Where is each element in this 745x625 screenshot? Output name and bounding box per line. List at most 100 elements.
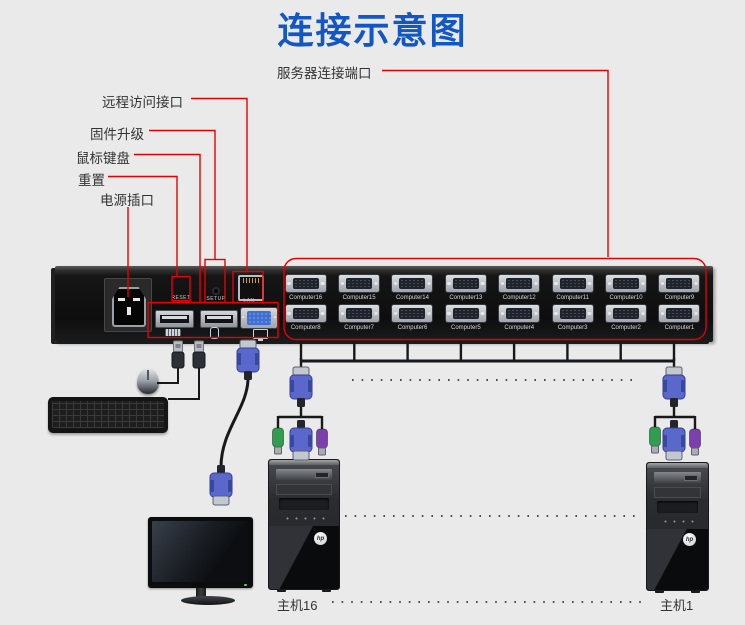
mouse-icon xyxy=(210,327,219,339)
tower-foot xyxy=(655,590,664,593)
port-label: Computer2 xyxy=(611,325,641,331)
keyboard-keys xyxy=(52,401,164,428)
port-label: Computer9 xyxy=(664,295,695,301)
vga-plug-left-host xyxy=(289,419,313,461)
vga-port-cell: Computer5 xyxy=(439,304,492,332)
dotted-lines xyxy=(332,379,648,603)
power-pin xyxy=(133,298,140,301)
label-power-socket: 电源插口 xyxy=(100,193,154,208)
keyboard-cable xyxy=(168,368,200,400)
vga-ports-row-bottom: Computer8 Computer7 Computer6 Computer5 … xyxy=(279,304,707,332)
tower-top xyxy=(647,463,708,468)
usb-tongue xyxy=(207,316,231,319)
mouse-cable xyxy=(157,368,179,384)
vga-plug-right-kvm xyxy=(662,366,686,408)
label-mouse-keyboard: 鼠标键盘 xyxy=(76,151,130,166)
front-buttons xyxy=(283,515,325,522)
vga-port-cell: Computer16 xyxy=(279,274,332,302)
power-socket-icon xyxy=(112,287,146,327)
port-label: Computer4 xyxy=(504,325,535,331)
ps2-plug-purple-left xyxy=(316,428,328,456)
port-label: Computer14 xyxy=(395,295,429,301)
vga-port-cell: Computer3 xyxy=(546,304,599,332)
hp-logo: hp xyxy=(683,533,696,546)
label-reset: 重置 xyxy=(78,173,105,188)
vga-port xyxy=(658,274,701,293)
usb-slot xyxy=(205,315,233,323)
vga-port xyxy=(605,274,648,293)
front-door xyxy=(279,498,329,510)
vga-port xyxy=(498,304,541,323)
power-pin xyxy=(127,307,131,315)
monitor-stand-neck xyxy=(196,588,206,597)
optical-drive-bay xyxy=(654,472,701,483)
power-inlet xyxy=(104,278,152,332)
label-firmware: 固件升级 xyxy=(90,127,144,142)
port-label: Computer15 xyxy=(342,295,376,301)
console-usb-port-2 xyxy=(200,310,238,328)
vga-port xyxy=(284,274,327,293)
setup-button xyxy=(212,287,220,295)
port-label: Computer6 xyxy=(397,325,428,331)
front-gloss-panel xyxy=(269,526,339,589)
vga-ports-row-top: Computer16 Computer15 Computer14 Compute… xyxy=(279,274,707,302)
power-pin xyxy=(118,298,125,301)
setup-port-label: SETUP xyxy=(206,296,226,302)
vga-port-cell: Computer4 xyxy=(493,304,546,332)
usb-plug-keyboard xyxy=(192,340,206,369)
rj45-pins xyxy=(243,278,259,283)
vga-port xyxy=(391,304,434,323)
vga-pins xyxy=(247,311,271,325)
vga-port-cell: Computer10 xyxy=(599,274,652,302)
port-label: Computer12 xyxy=(502,295,536,301)
port-label: Computer16 xyxy=(289,295,323,301)
host-tower-16: hp xyxy=(268,459,340,592)
ps2-plug-green-left xyxy=(272,427,284,455)
vga-port-cell: Computer9 xyxy=(653,274,706,302)
mouse xyxy=(137,368,159,394)
vga-port xyxy=(551,274,594,293)
monitor-icon xyxy=(253,329,268,341)
ps2-plug-purple-right xyxy=(689,428,701,456)
hp-logo: hp xyxy=(314,532,327,545)
host-tower-1: hp xyxy=(646,462,709,593)
front-buttons xyxy=(661,518,694,525)
vga-port-cell: Computer11 xyxy=(546,274,599,302)
vga-plug-console xyxy=(236,339,260,381)
vga-port xyxy=(338,274,381,293)
tower-top xyxy=(269,460,339,465)
vga-port-cell: Computer1 xyxy=(653,304,706,332)
monitor-screen xyxy=(152,521,249,582)
port-label: Computer13 xyxy=(449,295,483,301)
vga-port xyxy=(391,274,434,293)
drive-bay xyxy=(276,484,332,495)
vga-port-cell: Computer7 xyxy=(332,304,385,332)
tower-foot xyxy=(277,589,286,592)
console-usb-port-1 xyxy=(155,310,194,328)
port-label: Computer11 xyxy=(556,295,589,301)
vga-port xyxy=(605,304,648,323)
console-vga-port xyxy=(240,307,278,329)
front-gloss-panel xyxy=(647,529,708,590)
server-port-drop-lines xyxy=(299,342,676,361)
label-server-ports: 服务器连接端口 xyxy=(277,66,372,81)
reset-port-label: RESET xyxy=(171,295,191,301)
keyboard xyxy=(48,397,168,433)
vga-port-cell: Computer13 xyxy=(439,274,492,302)
port-label: Computer1 xyxy=(664,325,695,331)
host-label-1: 主机1 xyxy=(660,598,694,613)
vga-port xyxy=(498,274,541,293)
cabling xyxy=(157,342,697,468)
page-title: 连接示意图 xyxy=(277,10,468,51)
port-label: Computer8 xyxy=(290,325,321,331)
usb-tongue xyxy=(162,316,187,319)
vga-plug-left-kvm xyxy=(289,366,313,408)
label-remote-access: 远程访问接口 xyxy=(102,95,183,110)
vga-port xyxy=(284,304,327,323)
keyboard-icon xyxy=(165,329,181,336)
vga-port-cell: Computer6 xyxy=(386,304,439,332)
host-label-16: 主机16 xyxy=(277,598,318,613)
vga-port-cell: Computer14 xyxy=(386,274,439,302)
monitor-cable xyxy=(219,377,250,468)
